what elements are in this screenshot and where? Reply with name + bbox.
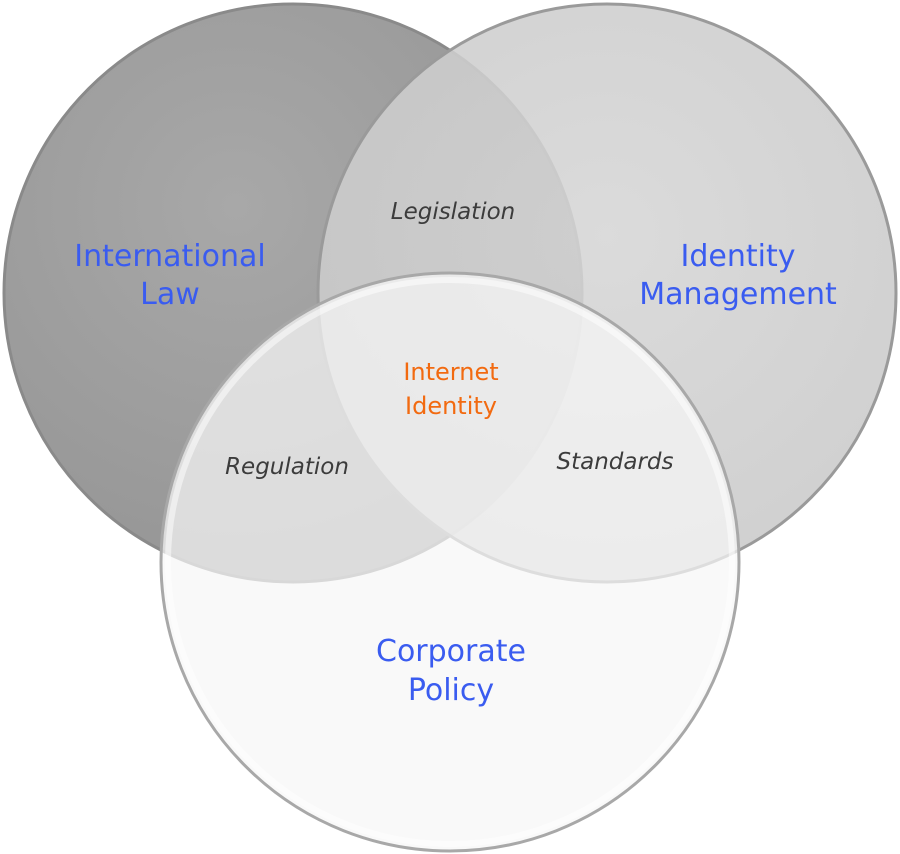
label-legislation: Legislation [391,199,515,225]
label-corporate-policy-2: Policy [408,673,494,708]
label-corporate-policy-1: Corporate [376,634,526,669]
label-internet-identity-1: Internet [403,358,498,386]
circle-corporate-policy [159,271,741,853]
label-internet-identity-2: Identity [405,392,497,420]
label-regulation: Regulation [225,454,349,480]
label-international-law-2: Law [140,277,200,312]
circle-corporate-policy-highlight [165,277,735,847]
label-international-law-1: International [74,239,265,274]
label-standards: Standards [556,449,673,475]
label-identity-management-1: Identity [681,239,796,274]
label-identity-management-2: Management [639,277,837,312]
